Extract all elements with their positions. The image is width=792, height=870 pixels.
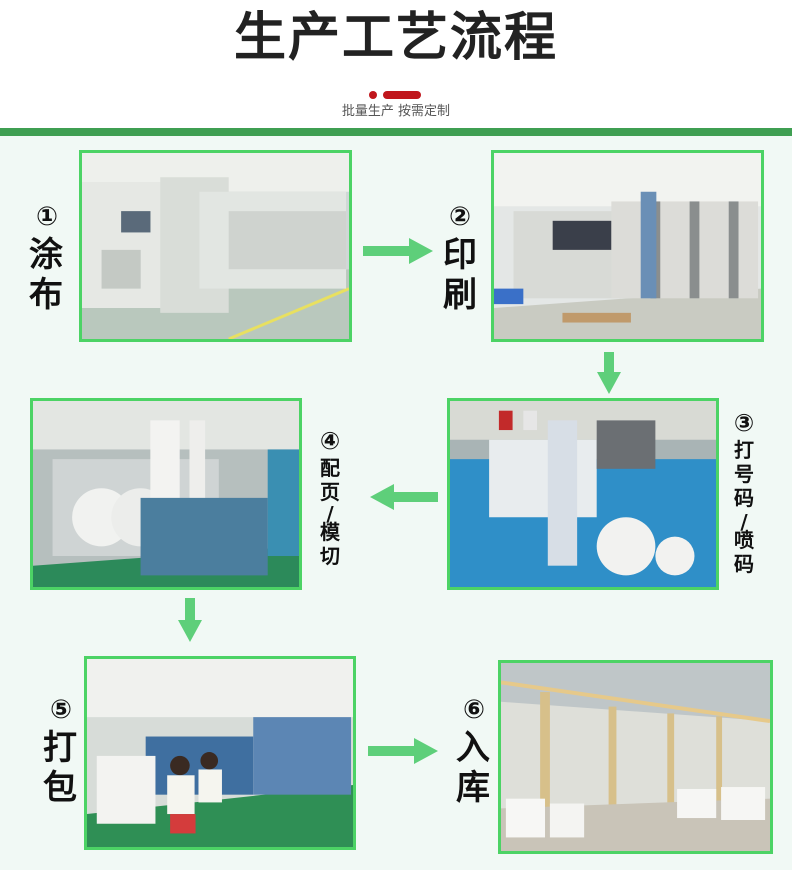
collating-diecut-photo <box>30 398 302 590</box>
page-title: 生产工艺流程 <box>233 8 558 68</box>
step-4-label-char: 页 <box>320 480 340 504</box>
header-divider-bar <box>0 128 792 136</box>
arrow-right-icon <box>363 238 433 264</box>
printing-press-photo <box>491 150 764 342</box>
title-accent-dot <box>369 91 377 99</box>
title-accent-dash <box>383 91 421 99</box>
page-subtitle: 批量生产 按需定制 <box>341 104 451 119</box>
step-3-label-char: 喷 <box>734 528 754 552</box>
arrow-left-icon <box>370 484 438 510</box>
step-5-number: ⑤ <box>49 695 72 725</box>
step-2-number: ② <box>448 202 471 232</box>
step-1-label-char: 布 <box>29 275 63 315</box>
warehouse-photo <box>498 660 773 854</box>
arrow-down-icon <box>597 352 621 394</box>
step-4-label-char: / <box>326 502 334 526</box>
step-2-label-char: 刷 <box>443 275 477 315</box>
step-1-number: ① <box>35 202 58 232</box>
step-5-label-char: 包 <box>43 768 77 808</box>
arrow-right-icon <box>368 738 438 764</box>
step-2-label-char: 印 <box>443 235 477 275</box>
step-6-number: ⑥ <box>462 695 485 725</box>
step-4-number: ④ <box>319 427 341 455</box>
step-4-label-char: 模 <box>320 520 340 544</box>
step-3-label-char: 码 <box>734 486 754 510</box>
step-4-label-char: 配 <box>320 456 340 480</box>
step-3-label-char: 号 <box>734 462 754 486</box>
step-3-label-char: 打 <box>734 438 754 462</box>
arrow-down-icon <box>178 598 202 642</box>
step-3-number: ③ <box>733 409 755 437</box>
numbering-inkjet-photo <box>447 398 719 590</box>
step-6-label-char: 入 <box>456 728 490 768</box>
packing-photo <box>84 656 356 850</box>
step-1-label-char: 涂 <box>29 235 63 275</box>
step-4-label-char: 切 <box>320 544 340 568</box>
step-3-label-char: / <box>740 510 748 534</box>
step-5-label-char: 打 <box>43 728 77 768</box>
step-6-label-char: 库 <box>456 768 490 808</box>
coating-machine-photo <box>79 150 352 342</box>
step-3-label-char: 码 <box>734 552 754 576</box>
